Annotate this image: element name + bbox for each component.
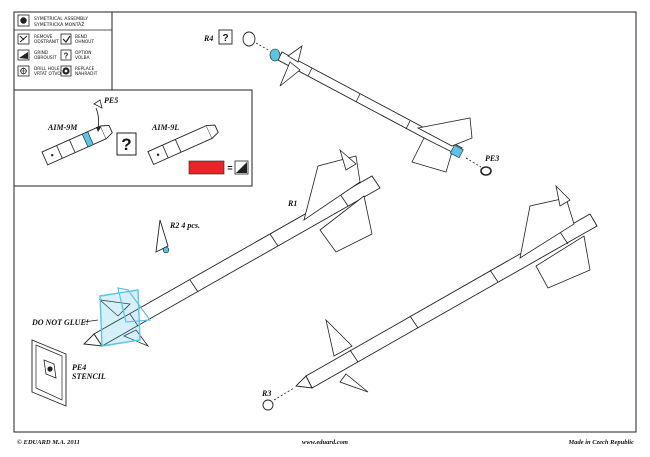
pe3-ring [480,166,492,176]
footer-copyright: © EDUARD M.A. 2011 [17,439,80,446]
aim9l-nose-detail [147,124,219,166]
legend-bend-line1: BEND [75,34,88,40]
pe-stencil-frame [99,289,141,347]
label-r4: R4 [203,34,213,43]
legend-option-icon: ? [60,49,72,61]
footer-website[interactable]: www.eduard.com [302,439,348,446]
r3-nose-cap [262,399,274,411]
legend-bend-line2: OHNOUT [75,39,94,45]
grind-symbol-icon [234,160,249,175]
legend-box: SYMETRICAL ASSEMBLY SYMETRICKÁ MONTÁŽ RE… [13,11,113,91]
legend-remove-line2: ODSTRANIT [34,39,59,45]
legend-drill-icon [17,65,30,77]
label-aim9l: AIM-9L [151,123,179,132]
label-stencil: STENCIL [72,372,106,381]
legend-replace-line2: NAHRADIT [75,71,98,77]
label-pe5: PE5 [104,96,118,105]
legend-replace-line1: REPLACE [75,66,95,72]
svg-text:?: ? [222,33,228,44]
label-do-not-glue: DO NOT GLUE! [31,318,89,327]
equals-sign: = [227,163,232,173]
label-r2: R2 4 pcs. [169,221,200,230]
svg-text:?: ? [64,52,69,61]
missile-middle [83,148,381,347]
legend-option-line2: VOLBA [75,55,90,61]
legend-drill-line2: VRTAT OTVOR [34,71,64,77]
legend-symmetrical-icon [17,14,30,27]
legend-grind-line2: OBROUSIT [34,55,57,61]
legend-grind-icon [17,49,30,61]
pe4-stencil-part [31,339,67,407]
legend-drill-line1: DRILL HOLE [34,66,60,72]
variant-inset: ? = PE5 AIM-9M AIM-9L [13,89,253,187]
option-mark-text: ? [121,135,131,154]
option-mark-box: ? [116,132,137,156]
legend-grind-line1: GRIND [34,50,49,56]
footer-made-in: Made in Czech Republic [567,439,634,446]
legend-bend-icon [60,33,72,45]
legend-replace-icon [60,65,72,77]
missile-bottom [295,184,598,393]
label-aim9m: AIM-9M [47,123,78,132]
pe5-pointer-arrow [95,107,100,129]
r2-fin-part [155,219,170,254]
label-r3: R3 [261,389,271,398]
legend-symmetrical-line1: SYMETRICAL ASSEMBLY [34,16,88,22]
legend-remove-line1: REMOVE [34,34,53,40]
label-r1: R1 [287,199,297,208]
aim9m-nose-detail [41,125,113,166]
legend-option-line1: OPTION [75,50,91,56]
label-pe3: PE3 [485,154,499,163]
label-pe4: PE4 [72,363,86,372]
legend-symmetrical-line2: SYMETRICKÁ MONTÁŽ [34,20,84,28]
paint-red-swatch [188,160,225,175]
legend-remove-icon [17,33,30,45]
missile-top-exploded: ? [218,29,492,176]
